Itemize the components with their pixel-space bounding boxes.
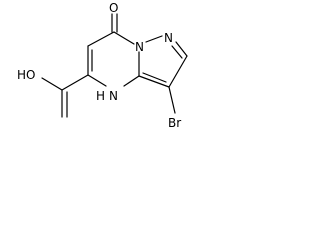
bond-cooh-oh [41, 77, 63, 91]
bond-npyr-c2-inner [171, 45, 183, 59]
molecule-drawing: O HO H N N N Br [17, 1, 188, 130]
bond-c3-br [168, 86, 176, 114]
bond-c5-ccooh [61, 74, 89, 91]
atom-n4: N [109, 89, 118, 103]
bond-n4-c3a [123, 75, 140, 87]
bond-c7-c6 [87, 31, 115, 47]
atom-o-ketone: O [109, 1, 118, 15]
bond-c2-c3 [168, 55, 188, 88]
bond-nbridge-c7 [113, 31, 135, 45]
atom-br: Br [168, 116, 181, 130]
bond-c3-c3a [138, 75, 170, 88]
atom-oh: HO [17, 68, 35, 82]
bond-c3-c3a-inner [142, 72, 167, 83]
atom-n-pyrazole: N [164, 31, 173, 45]
bond-nbridge-npyr [145, 35, 163, 43]
structure-diagram: O HO H N N N Br [17, 1, 188, 130]
atom-nh-h: H [96, 89, 105, 103]
bond-c5-n4 [87, 74, 107, 87]
bond-npyr-c2 [175, 41, 188, 57]
atom-n-bridge: N [135, 40, 144, 54]
